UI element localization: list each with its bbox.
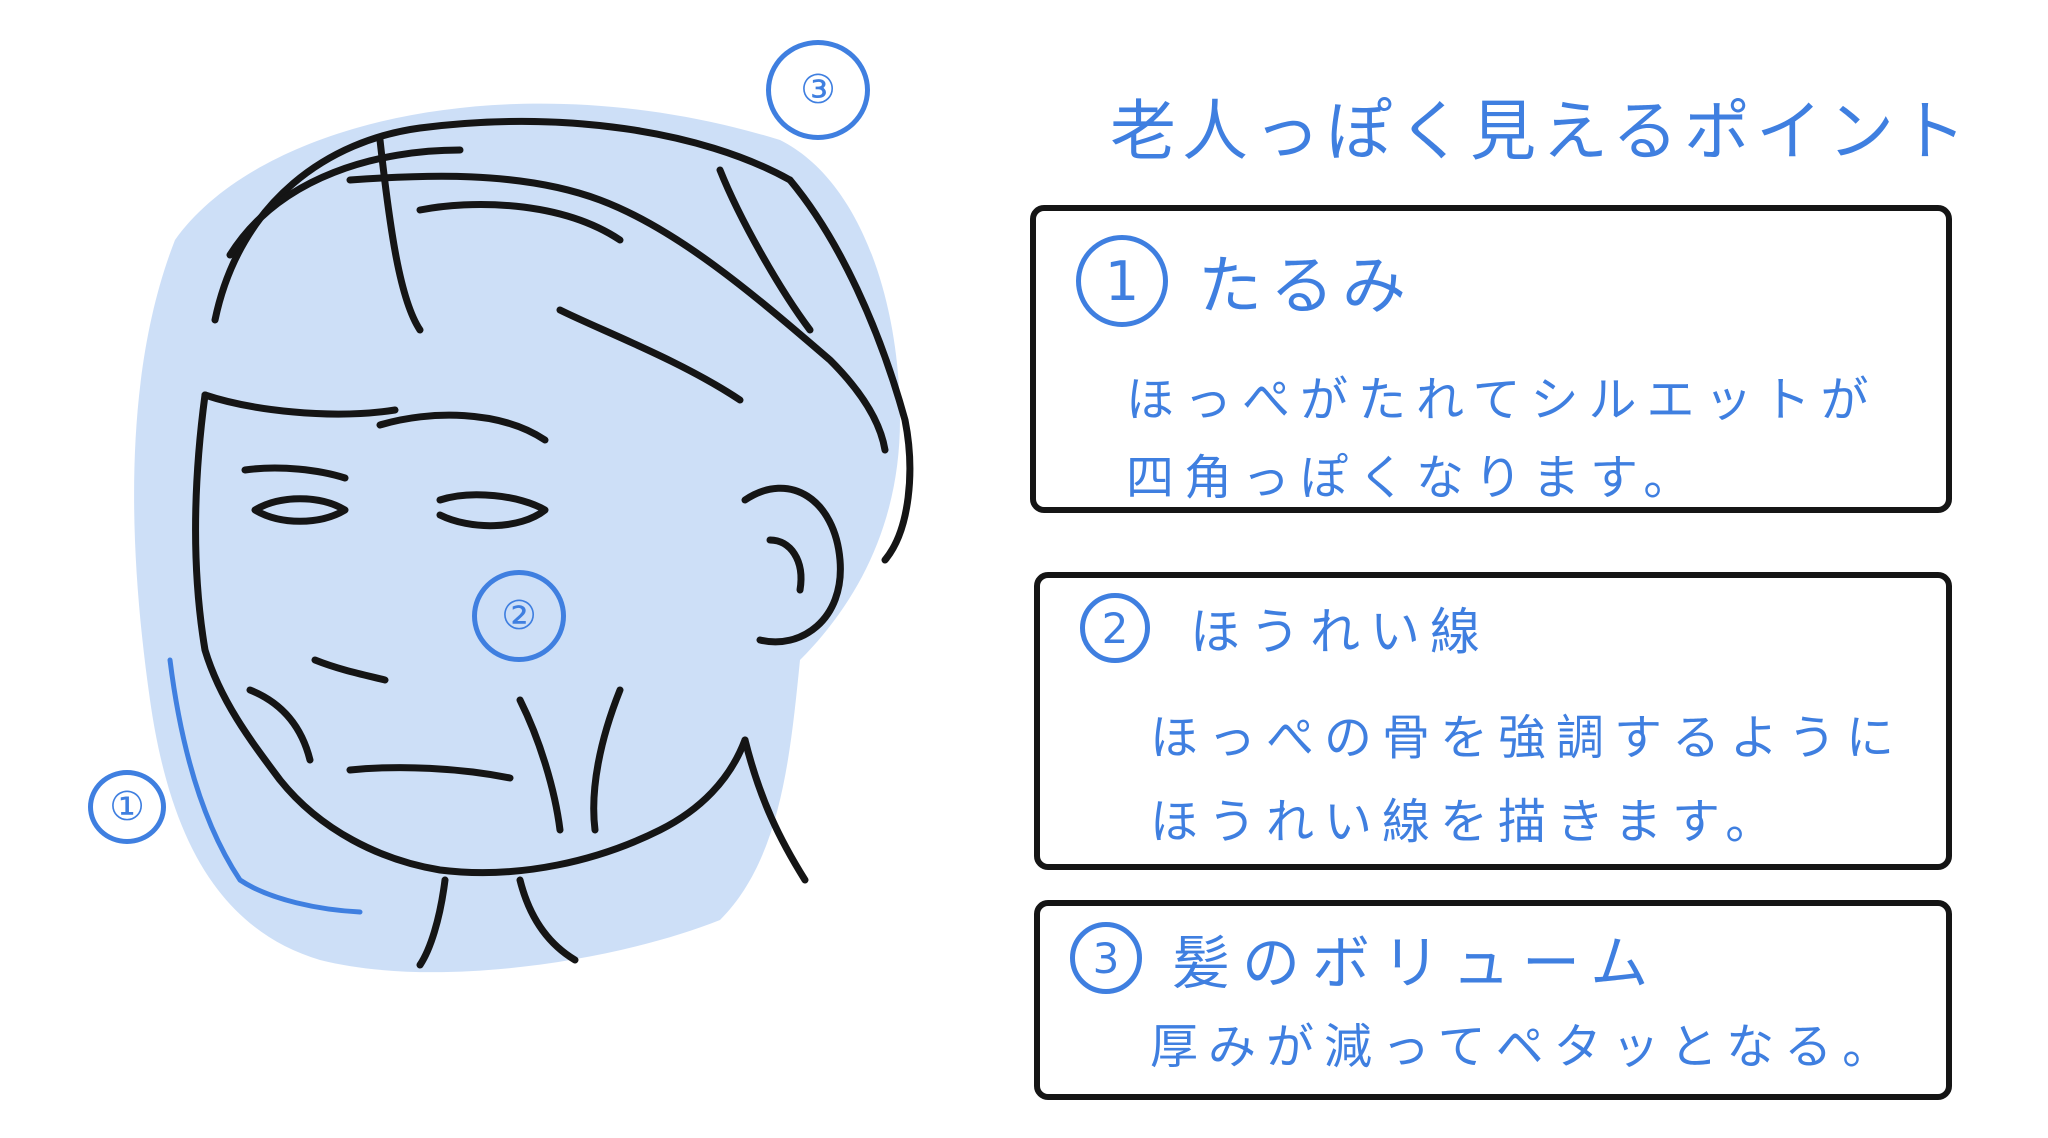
point-heading-1: 1 たるみ [1076,235,1414,327]
point-heading-2: 2 ほうれい線 [1080,592,1490,664]
point-heading-3: 3 髪のボリューム [1070,916,1660,1000]
point-box-3: 3 髪のボリューム 厚みが減ってペタッとなる。 [1034,900,1952,1100]
face-shading [134,103,900,973]
description-line: 四角っぽくなります。 [1126,450,1702,506]
number-badge-3: 3 [1070,922,1142,994]
point-title-1: たるみ [1198,250,1414,324]
face-blue-strokes [167,657,363,915]
point-description-3: 厚みが減ってペタッとなる。 [1150,1008,1900,1086]
point-description-1: ほっぺがたれてシルエットが 四角っぽくなります。 [1126,361,1879,517]
number-badge-1: 1 [1076,235,1168,327]
marker-1: ① [88,770,166,844]
point-description-2: ほっぺの骨を強調するように ほうれい線を描きます。 [1150,696,1904,864]
description-line: ほっぺの骨を強調するように [1150,710,1905,766]
face-lines [192,118,914,969]
page-title: 老人っぽく見えるポイント [1110,93,1973,170]
point-box-2: 2 ほうれい線 ほっぺの骨を強調するように ほうれい線を描きます。 [1034,572,1952,870]
point-title-3: 髪のボリューム [1172,929,1661,997]
description-line: 厚みが減ってペタッとなる。 [1150,1019,1901,1075]
description-line: ほうれい線を描きます。 [1150,794,1784,850]
number-badge-2: 2 [1080,593,1150,663]
elderly-face-illustration [134,103,914,973]
description-line: ほっぺがたれてシルエットが [1126,372,1879,428]
point-title-2: ほうれい線 [1190,603,1490,661]
marker-3: ③ [766,40,870,140]
marker-2: ② [472,570,566,662]
point-box-1: 1 たるみ ほっぺがたれてシルエットが 四角っぽくなります。 [1030,205,1952,513]
